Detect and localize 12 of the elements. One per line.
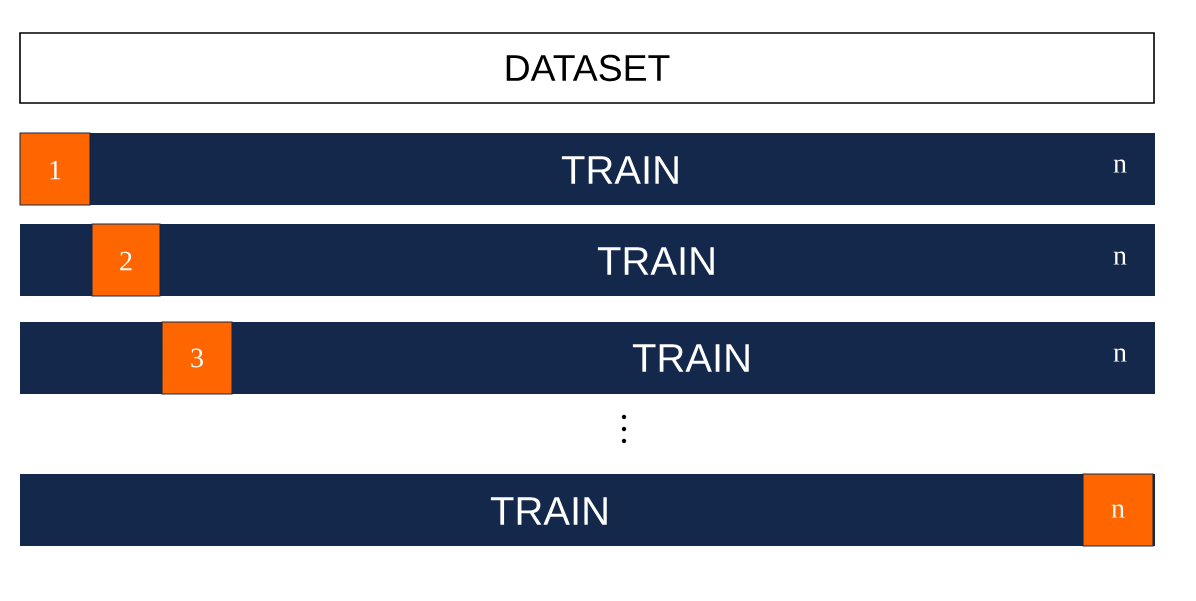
bar-label: 1 <box>50 160 61 180</box>
bar-label: TRAIN <box>597 247 714 275</box>
end-label: n <box>1113 159 1127 173</box>
bar-label: n <box>1111 504 1125 518</box>
bar-label: TRAIN <box>561 156 678 184</box>
bar-label: 3 <box>191 348 203 368</box>
bar-label: DATASET <box>506 54 670 82</box>
end-label: n <box>1113 251 1127 265</box>
end-label: n <box>1113 348 1127 362</box>
bar-label: TRAIN <box>490 497 607 525</box>
bar-label: 2 <box>120 251 132 271</box>
bar-label: TRAIN <box>632 344 749 372</box>
